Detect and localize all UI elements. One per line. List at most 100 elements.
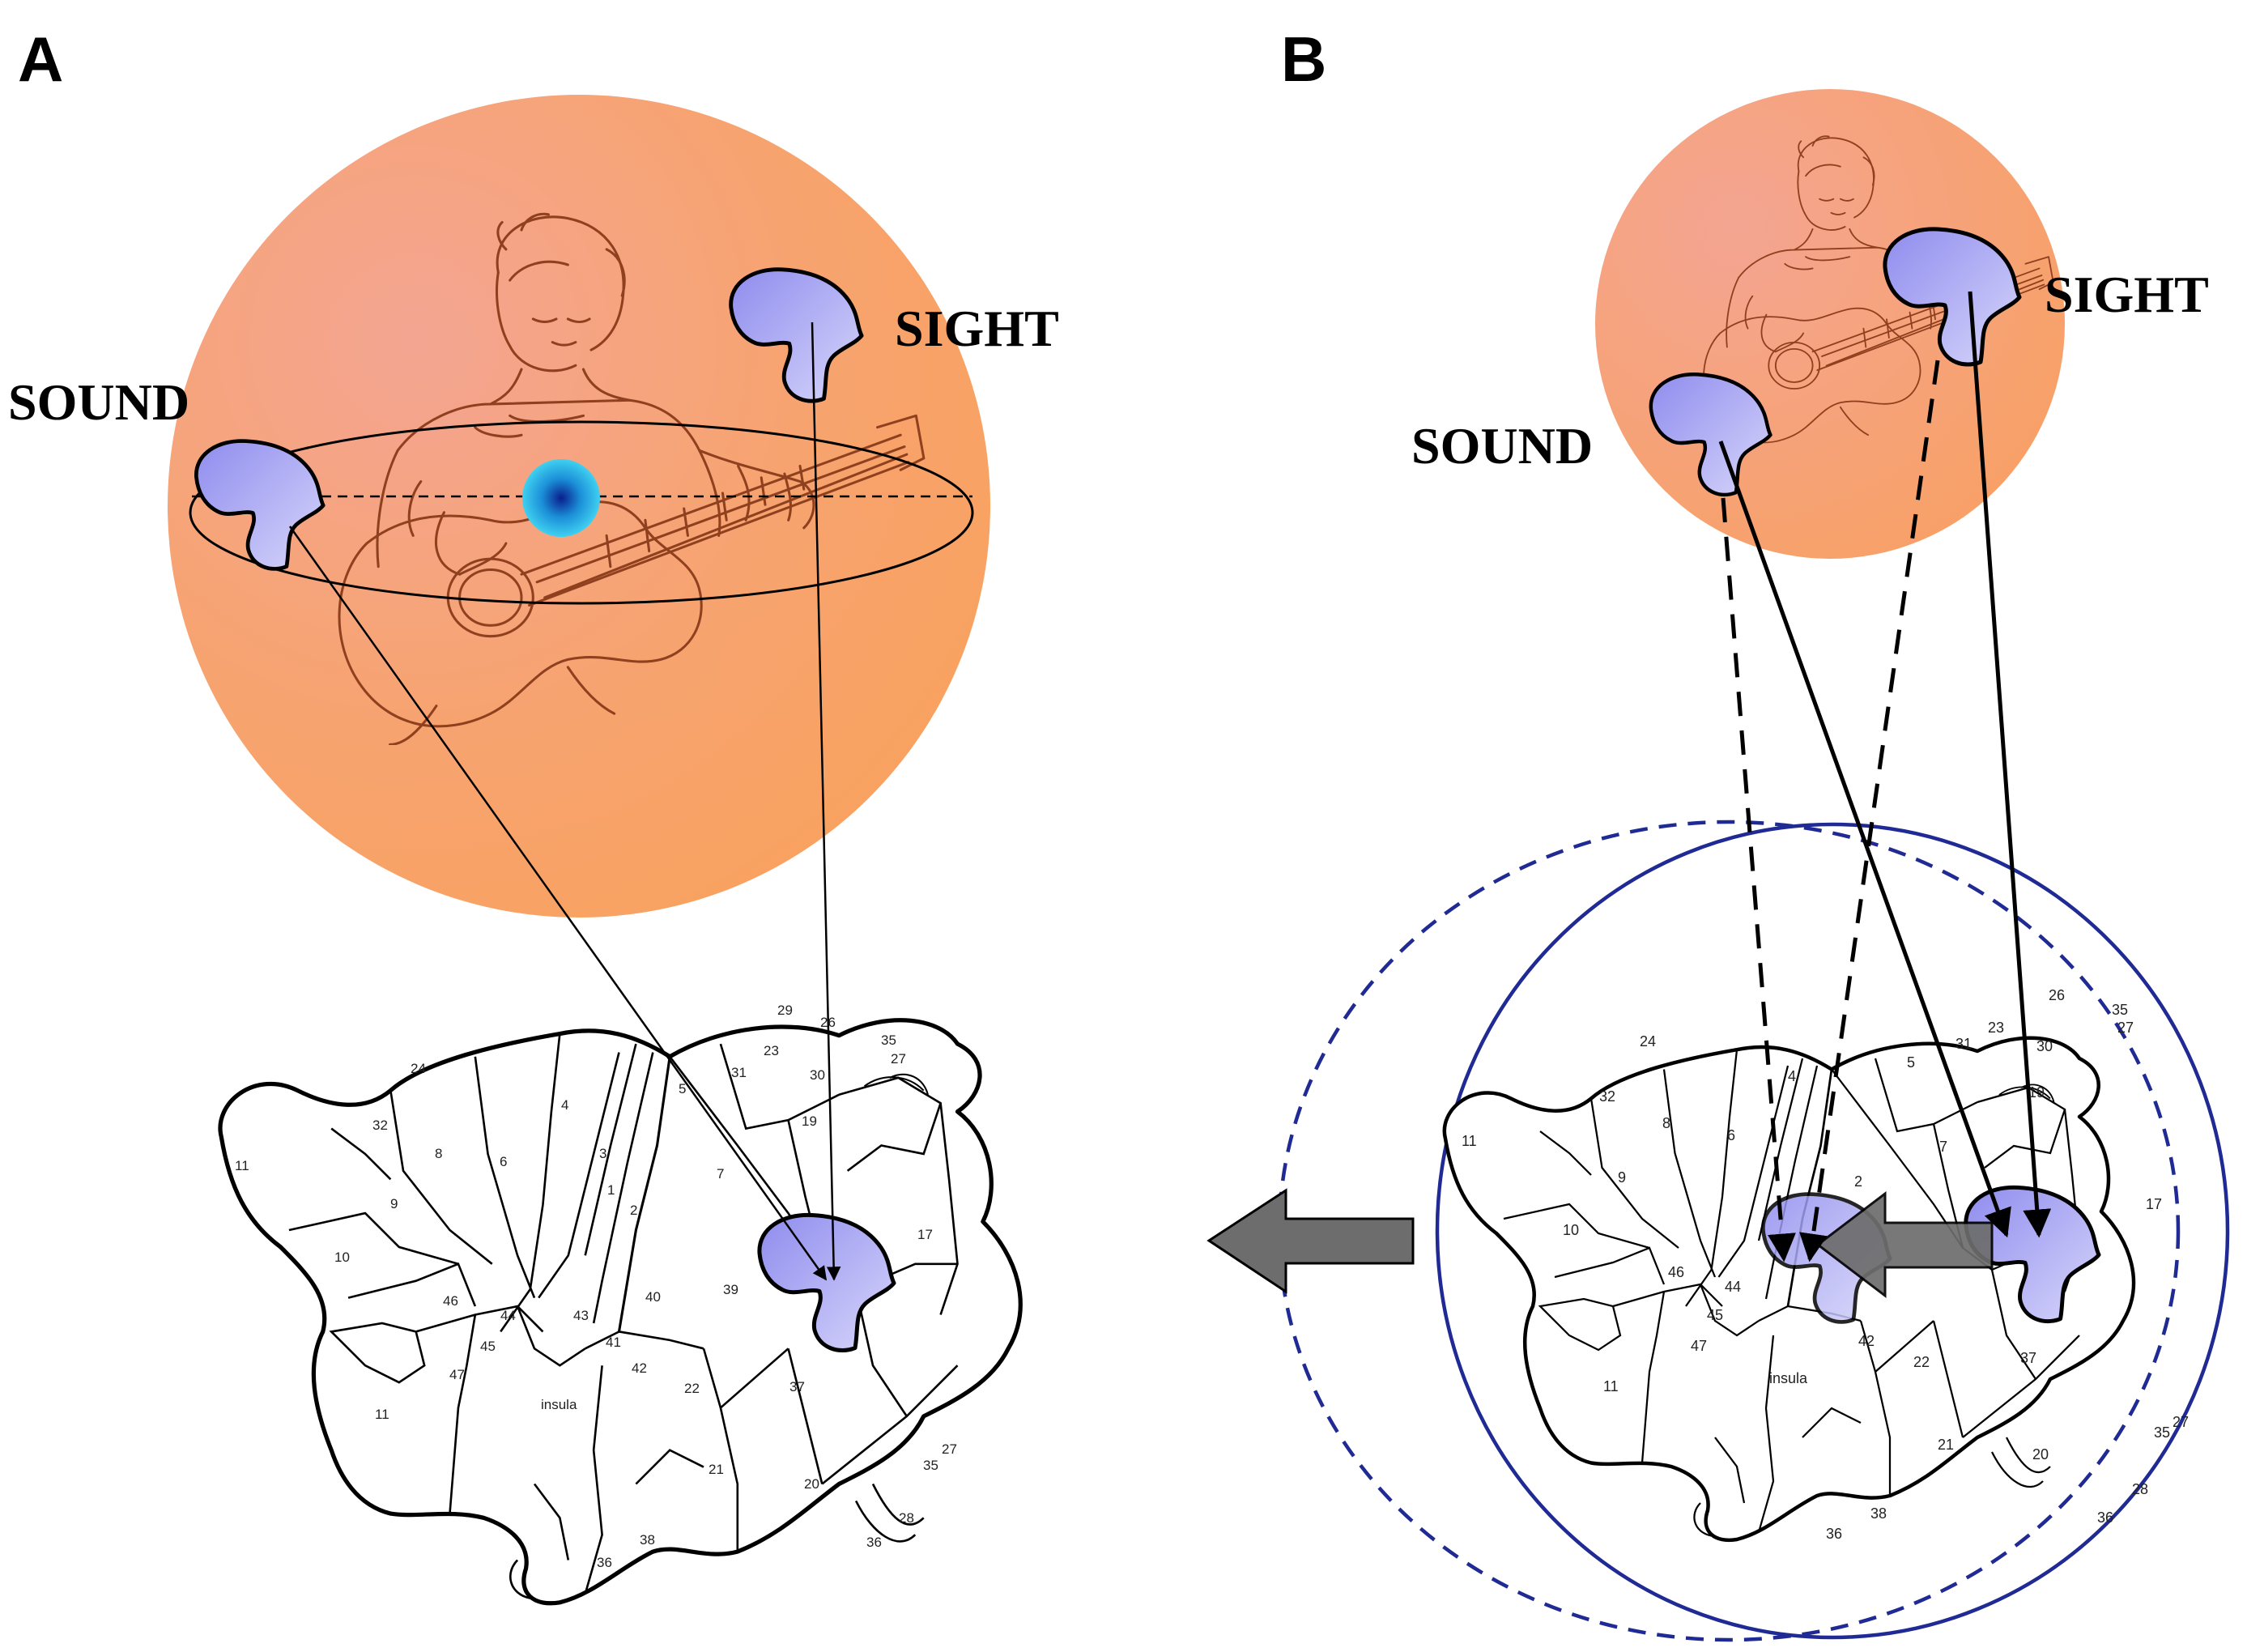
brain-area-label: 1 <box>607 1182 615 1198</box>
brain-area-labels-a: 24 32 8 6 4 3 1 2 5 31 23 29 26 30 35 27… <box>235 1003 957 1570</box>
brain-area-label: 4 <box>561 1097 568 1113</box>
brain-area-label: 9 <box>390 1196 398 1211</box>
brain-area-label: 38 <box>640 1532 655 1548</box>
sound-projection-line-a <box>288 526 828 1281</box>
sight-solid-projection-b <box>1968 291 2052 1238</box>
brain-area-label: 6 <box>500 1154 507 1169</box>
panel-b-letter: B <box>1281 23 1326 95</box>
brain-area-labels-b: 24 32 8 6 4 5 31 23 26 35 27 30 19 2 7 1… <box>1462 987 2189 1542</box>
brain-area-label: 27 <box>2117 1020 2134 1036</box>
brain-area-label: 11 <box>1462 1133 1477 1149</box>
brain-area-label: 23 <box>764 1043 779 1058</box>
brain-area-label: 47 <box>449 1367 465 1382</box>
brain-area-label: 45 <box>1707 1307 1723 1323</box>
brain-area-label: 2 <box>1854 1173 1862 1190</box>
brain-area-label: 24 <box>411 1061 426 1076</box>
sight-label-b: SIGHT <box>2045 266 2209 323</box>
panel-b: B SOUND SIGHT 24 32 8 6 4 5 31 <box>1206 23 2230 1642</box>
focus-dot-icon <box>522 459 600 537</box>
brain-area-label: 31 <box>731 1065 747 1080</box>
brain-area-label: 19 <box>802 1113 817 1129</box>
brain-area-label: 46 <box>1668 1264 1684 1280</box>
brain-area-label: 46 <box>443 1293 458 1309</box>
brain-area-label: 35 <box>2154 1424 2170 1441</box>
brain-area-label: 10 <box>1563 1222 1579 1238</box>
brain-area-label: 2 <box>630 1203 637 1218</box>
brain-area-label: 35 <box>2112 1002 2128 1018</box>
brain-area-label: 30 <box>2036 1038 2053 1054</box>
brain-area-label: 39 <box>723 1282 738 1297</box>
brain-area-label: 32 <box>372 1118 388 1133</box>
brain-area-label: 41 <box>606 1335 621 1350</box>
brain-area-label: 19 <box>2028 1084 2045 1101</box>
brain-area-label: 38 <box>1870 1505 1887 1522</box>
brain-area-label: 11 <box>1603 1378 1619 1394</box>
sound-solid-projection-b <box>1718 441 2011 1238</box>
brain-area-label: 30 <box>810 1067 825 1083</box>
brain-area-label: 27 <box>942 1441 957 1457</box>
sight-dashed-projection-b <box>1799 360 1940 1262</box>
shift-arrow-small-icon <box>1815 1190 1994 1299</box>
brain-area-label: 23 <box>1988 1020 2004 1036</box>
sound-label-a: SOUND <box>8 373 189 431</box>
brain-area-label: 10 <box>334 1250 350 1265</box>
brain-area-label: 27 <box>2173 1414 2189 1430</box>
brain-area-label: 22 <box>1913 1354 1930 1370</box>
brain-area-label: 40 <box>645 1289 661 1305</box>
brain-area-label: 35 <box>881 1032 896 1048</box>
solid-field-circle-b <box>1435 822 2230 1640</box>
brain-area-label: 28 <box>2132 1481 2148 1497</box>
brain-area-label: 5 <box>1907 1054 1915 1071</box>
brain-area-label: 3 <box>599 1146 606 1161</box>
brain-area-label: 22 <box>684 1381 700 1396</box>
brain-area-label: 44 <box>500 1308 516 1323</box>
brain-area-label: 45 <box>480 1339 496 1354</box>
brain-area-label: 32 <box>1599 1088 1615 1105</box>
brain-area-label: 26 <box>820 1015 836 1030</box>
brain-area-label: 37 <box>789 1379 805 1394</box>
brain-area-label: 9 <box>1618 1169 1626 1186</box>
brain-area-label: 42 <box>1858 1333 1875 1349</box>
brain-area-label: 17 <box>917 1227 933 1242</box>
brain-area-label: 28 <box>899 1510 914 1526</box>
brain-area-label: insula <box>1769 1370 1808 1386</box>
shift-arrow-large-icon <box>1206 1188 1415 1294</box>
brain-area-label: 26 <box>2049 987 2065 1003</box>
brain-area-label: 36 <box>1826 1526 1842 1542</box>
sound-dashed-projection-b <box>1721 497 1796 1262</box>
brain-area-label: 27 <box>891 1051 906 1067</box>
sight-label-a: SIGHT <box>895 300 1059 357</box>
brain-area-label: 20 <box>2032 1446 2049 1463</box>
brain-area-label: 43 <box>573 1308 589 1323</box>
brain-area-label: 29 <box>777 1003 793 1018</box>
brain-area-label: 36 <box>2097 1509 2113 1526</box>
brain-area-label: insula <box>541 1397 577 1412</box>
brain-area-label: 36 <box>597 1555 612 1570</box>
perceptual-sphere-b <box>1595 89 2065 559</box>
brain-area-label: 42 <box>632 1360 647 1376</box>
brain-area-label: 4 <box>1788 1068 1796 1084</box>
brain-area-label: 5 <box>679 1081 686 1096</box>
brain-area-label: 47 <box>1691 1338 1707 1354</box>
sound-label-b: SOUND <box>1411 417 1593 475</box>
brain-area-label: 31 <box>1955 1036 1972 1052</box>
sight-projection-line-a <box>811 321 841 1281</box>
panel-a: A SOUND SIGHT 24 32 8 6 4 3 1 2 5 <box>8 23 1059 1603</box>
brain-area-label: 36 <box>866 1535 882 1550</box>
brain-area-label: 37 <box>2020 1350 2036 1366</box>
brain-area-label: 21 <box>709 1462 724 1477</box>
brain-area-label: 8 <box>1662 1115 1670 1131</box>
brain-area-label: 8 <box>435 1146 442 1161</box>
brain-area-label: 11 <box>375 1407 389 1422</box>
horizon-ellipse-a <box>189 420 974 605</box>
brain-area-label: 21 <box>1938 1437 1954 1453</box>
brain-area-label: 20 <box>804 1476 819 1492</box>
brain-area-label: 44 <box>1725 1279 1741 1295</box>
brain-area-label: 7 <box>1939 1139 1947 1155</box>
brain-area-label: 6 <box>1727 1127 1735 1143</box>
brain-area-label: 11 <box>235 1158 249 1173</box>
panel-a-letter: A <box>18 23 63 95</box>
brain-area-label: 17 <box>2146 1196 2162 1212</box>
brain-area-label: 35 <box>923 1458 938 1473</box>
